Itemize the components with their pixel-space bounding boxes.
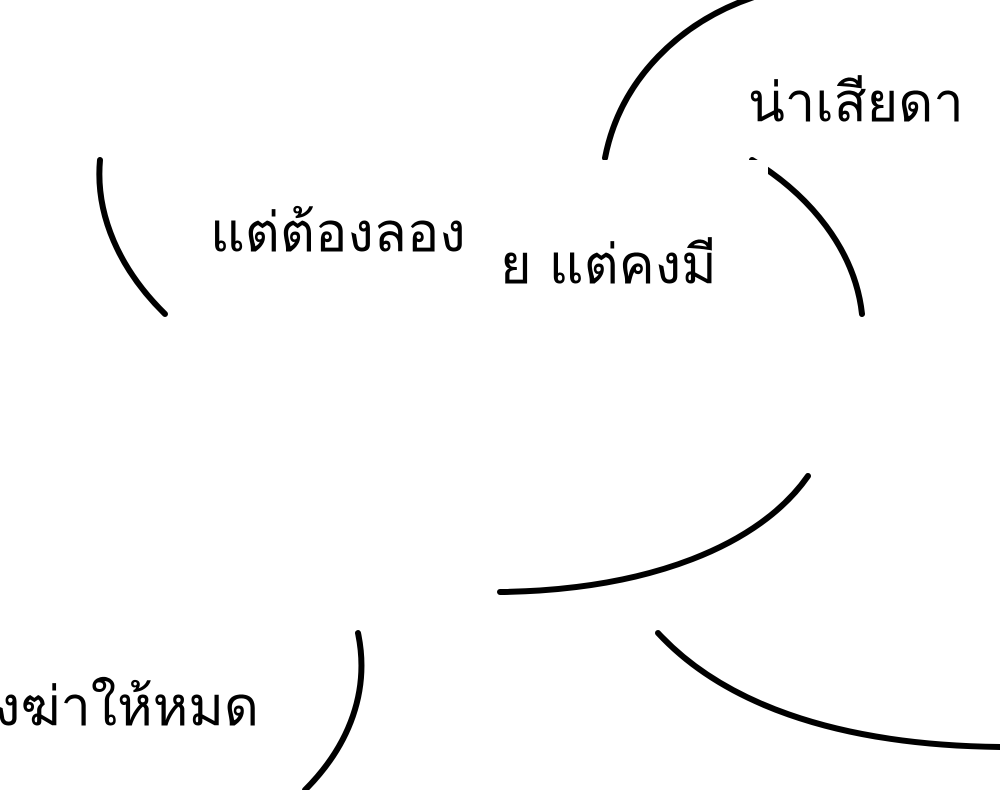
bubble-text-top-right: น่าเสียดา <box>748 71 964 134</box>
panel-seam-mask <box>498 160 768 315</box>
bubble-text-middle-left: แต่ต้องลอง <box>210 201 466 264</box>
bubble-outline-middle-right <box>749 157 865 317</box>
bubble-text-middle-right: ย แต่คงมี <box>500 233 717 296</box>
bubble-outline-middle-left <box>96 157 168 317</box>
bubble-outline-bottom-left <box>302 630 365 790</box>
bubble-outline-bottom-right <box>655 630 1000 750</box>
bubble-outline-top-right <box>602 0 755 161</box>
bubble-text-bottom-left: งฆ่าให้หมด <box>0 675 259 738</box>
bubble-outline-center-lower <box>497 473 811 595</box>
